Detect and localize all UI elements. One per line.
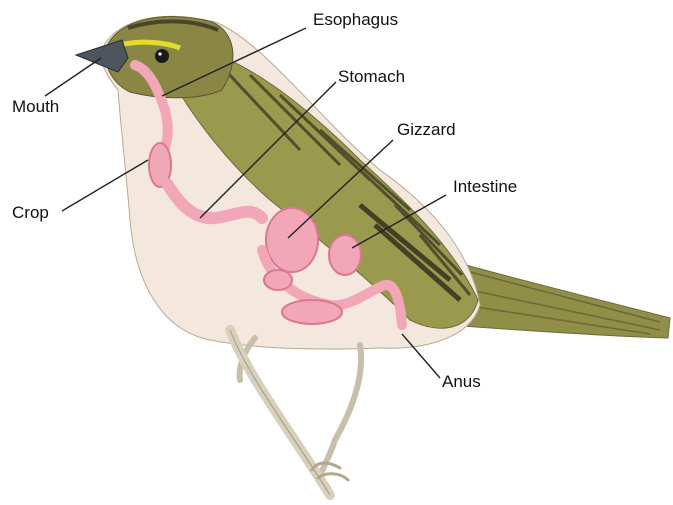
leader-mouth bbox=[45, 58, 101, 96]
leg-back bbox=[320, 345, 361, 475]
eye-highlight bbox=[158, 52, 161, 55]
label-mouth: Mouth bbox=[12, 97, 59, 117]
branch bbox=[230, 330, 330, 495]
label-intestine: Intestine bbox=[453, 177, 517, 197]
intestine-small bbox=[264, 270, 292, 290]
beak bbox=[76, 40, 128, 72]
label-esophagus: Esophagus bbox=[313, 10, 398, 30]
eye bbox=[155, 49, 169, 63]
label-gizzard: Gizzard bbox=[397, 120, 456, 140]
intestine-loop bbox=[329, 235, 361, 275]
label-stomach: Stomach bbox=[338, 67, 405, 87]
label-crop: Crop bbox=[12, 203, 49, 223]
label-anus: Anus bbox=[442, 372, 481, 392]
intestine-lower bbox=[282, 300, 342, 324]
